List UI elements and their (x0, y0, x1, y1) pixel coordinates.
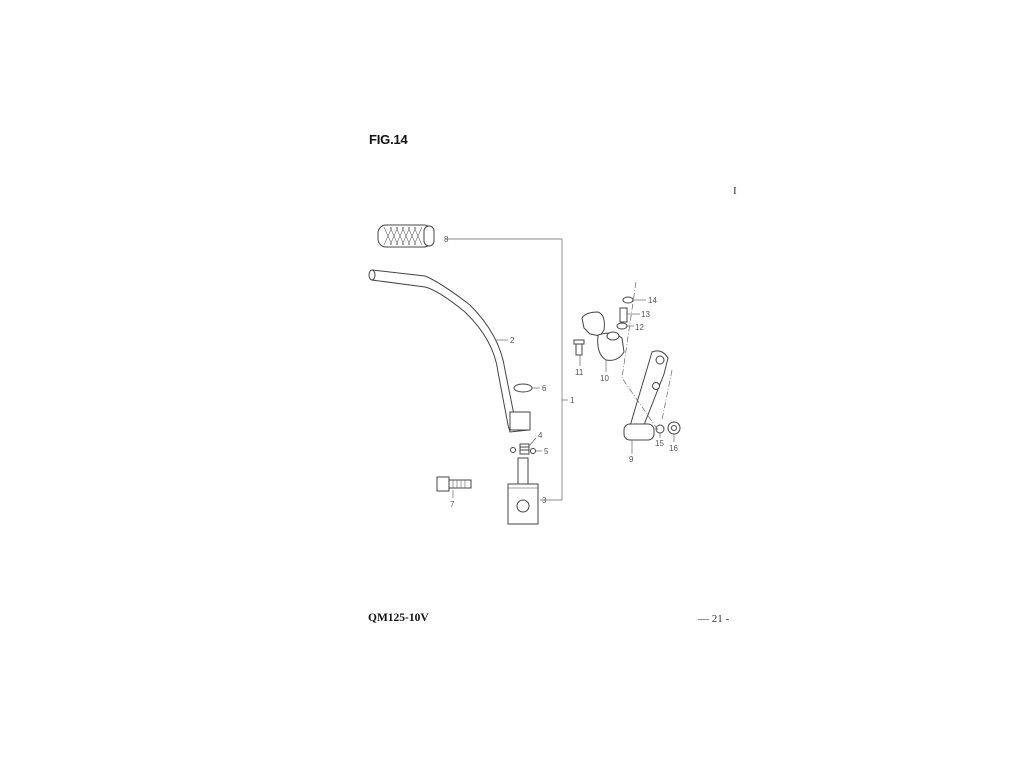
circlip (513, 383, 533, 393)
kick-boss (507, 457, 539, 525)
corner-mark: I (733, 185, 737, 197)
washer-16-hole (671, 425, 677, 431)
callout-6: 6 (542, 384, 547, 393)
page-number: — 21 - (698, 613, 730, 625)
callout-5: 5 (544, 447, 549, 456)
kick-grip (377, 224, 435, 248)
pin-assembly (616, 296, 634, 330)
callout-4: 4 (538, 431, 543, 440)
callout-10: 10 (600, 374, 609, 383)
kick-arm (368, 269, 531, 433)
callout-13: 13 (641, 310, 650, 319)
callout-16: 16 (669, 444, 678, 453)
center-line-2 (661, 369, 673, 421)
model-number: QM125-10V (368, 612, 429, 624)
callout-12: 12 (635, 323, 644, 332)
shift-holder (581, 311, 625, 361)
callout-8: 8 (444, 235, 449, 244)
callout-9: 9 (629, 455, 634, 464)
callout-1: 1 (570, 396, 575, 405)
callout-15: 15 (655, 439, 664, 448)
callout-7: 7 (450, 500, 455, 509)
callout-3: 3 (542, 496, 547, 505)
callout-14: 14 (648, 296, 657, 305)
callout-2: 2 (510, 336, 515, 345)
callout-11: 11 (575, 368, 584, 377)
bracket-leader (445, 238, 563, 501)
bolt (436, 476, 472, 492)
spring-and-ball (510, 443, 536, 455)
figure-title: FIG.14 (369, 132, 408, 147)
screw (573, 339, 585, 356)
shift-pedal (623, 350, 669, 441)
